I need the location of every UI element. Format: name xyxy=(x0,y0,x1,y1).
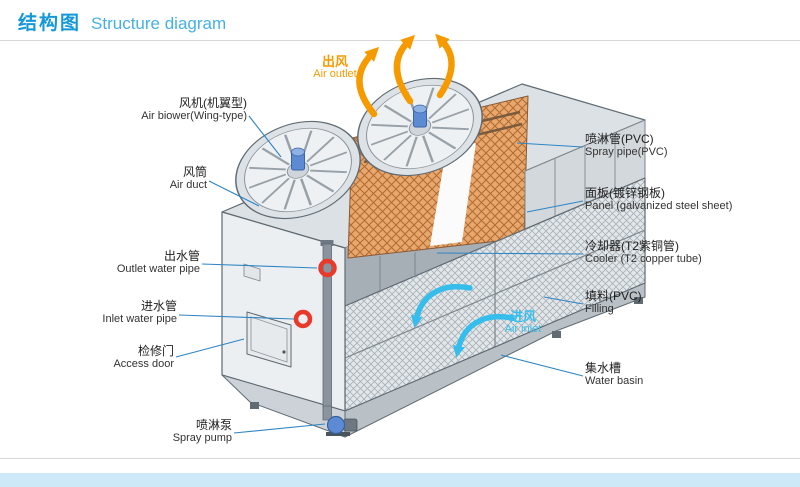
inlet-pipe-flange xyxy=(293,309,313,329)
access-door xyxy=(246,311,292,368)
leader-spray-pump xyxy=(233,423,326,434)
air-outlet-arrows xyxy=(356,33,455,118)
label-spray-pipe: 喷淋管(PVC) Spray pipe(PVC) xyxy=(585,133,790,159)
label-access-door-en: Access door xyxy=(113,358,174,370)
label-panel: 面板(镀锌钢板) Panel (galvanized steel sheet) xyxy=(585,187,790,213)
label-fan: 风机(机翼型) Air biower(Wing-type) xyxy=(95,97,247,123)
label-air-duct-en: Air duct xyxy=(169,179,207,191)
label-inlet-pipe-en: Inlet water pipe xyxy=(102,313,177,325)
label-filling-zh: 填料(PVC) xyxy=(585,289,642,303)
leader-access-door xyxy=(175,338,245,358)
label-spray-pipe-en: Spray pipe(PVC) xyxy=(585,146,668,158)
label-access-door-zh: 检修门 xyxy=(137,344,174,358)
label-water-basin-zh: 集水槽 xyxy=(585,361,622,375)
header-divider xyxy=(0,40,800,41)
label-spray-pump: 喷淋泵 Spray pump xyxy=(92,419,232,445)
leader-filling xyxy=(543,296,584,305)
label-outlet-pipe-en: Outlet water pipe xyxy=(116,263,200,275)
label-air-outlet-zh: 出风 xyxy=(321,54,348,69)
label-air-duct: 风筒 Air duct xyxy=(120,166,207,192)
label-spray-pump-en: Spray pump xyxy=(172,432,232,444)
leader-spray-pipe xyxy=(516,142,584,148)
leader-panel xyxy=(526,200,584,213)
label-access-door: 检修门 Access door xyxy=(52,345,174,371)
leader-air-duct xyxy=(208,180,260,207)
leader-fan xyxy=(248,115,282,158)
label-filling-en: Filling xyxy=(585,303,614,315)
label-cooler-en: Cooler (T2 copper tube) xyxy=(585,253,702,265)
label-cooler-zh: 冷却器(T2紫铜管) xyxy=(585,239,679,253)
label-water-basin-en: Water basin xyxy=(585,375,644,387)
label-inlet-pipe-zh: 进水管 xyxy=(140,299,177,313)
page-title-zh: 结构图 xyxy=(18,13,82,34)
label-inlet-pipe: 进水管 Inlet water pipe xyxy=(42,300,177,326)
coil-notch xyxy=(430,143,476,246)
outlet-pipe-flange xyxy=(318,258,337,278)
footer-divider xyxy=(0,458,800,459)
page-title: 结构图 Structure diagram xyxy=(18,8,226,35)
label-air-outlet-en: Air outlet xyxy=(313,68,357,80)
label-air-inlet-en: Air inlet xyxy=(504,323,542,335)
label-water-basin: 集水槽 Water basin xyxy=(585,362,790,388)
label-filling: 填料(PVC) Filling xyxy=(585,290,790,316)
cooling-tower xyxy=(221,62,646,438)
fan-motor-left xyxy=(291,147,305,171)
leader-outlet-pipe xyxy=(201,263,318,269)
spray-pump xyxy=(326,415,358,436)
label-cooler: 冷却器(T2紫铜管) Cooler (T2 copper tube) xyxy=(585,240,790,266)
label-spray-pump-zh: 喷淋泵 xyxy=(195,418,232,432)
leader-lines xyxy=(175,115,584,434)
label-fan-en: Air biower(Wing-type) xyxy=(141,110,247,122)
leader-inlet-pipe xyxy=(178,314,295,320)
label-fan-zh: 风机(机翼型) xyxy=(179,96,247,110)
label-air-duct-zh: 风筒 xyxy=(182,165,207,179)
label-air-inlet-zh: 进风 xyxy=(509,309,536,324)
label-spray-pipe-zh: 喷淋管(PVC) xyxy=(585,132,654,146)
water-piping xyxy=(293,240,337,421)
label-outlet-pipe: 出水管 Outlet water pipe xyxy=(62,250,200,276)
air-inlet-arrows xyxy=(410,283,515,358)
footer-bar xyxy=(0,473,800,487)
page-title-en: Structure diagram xyxy=(91,14,227,33)
label-air-inlet: 进风 Air inlet xyxy=(488,310,558,336)
label-air-outlet: 出风 Air outlet xyxy=(295,55,375,81)
leader-cooler xyxy=(436,252,584,255)
label-panel-zh: 面板(镀锌钢板) xyxy=(585,186,665,200)
fan-motor-right xyxy=(413,104,427,128)
label-panel-en: Panel (galvanized steel sheet) xyxy=(585,200,733,212)
nameplate xyxy=(243,263,261,282)
leader-water-basin xyxy=(500,354,584,377)
label-outlet-pipe-zh: 出水管 xyxy=(163,249,200,263)
